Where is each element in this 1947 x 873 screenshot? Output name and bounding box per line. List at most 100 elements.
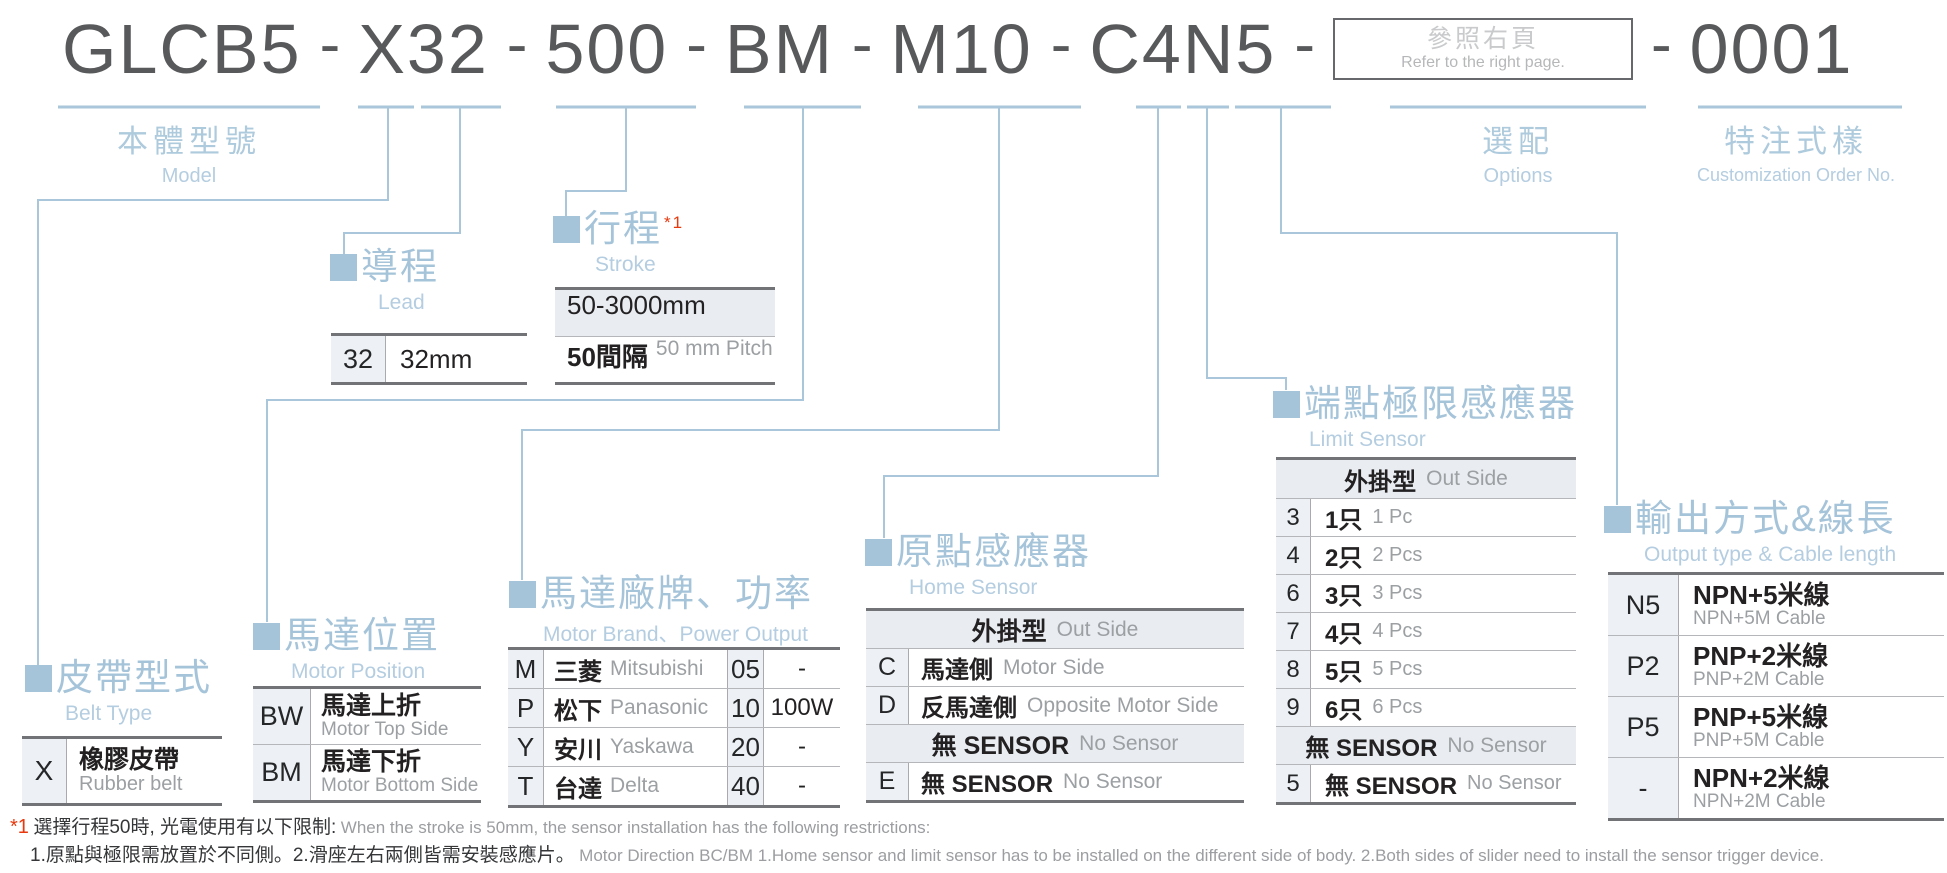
code-cell: P2 [1608, 636, 1679, 696]
desc-zh: 3只 [1325, 583, 1363, 610]
value-cell: NPN+5米線 NPN+5M Cable [1679, 575, 1830, 635]
value-cell: 無 SENSOR No Sensor [1311, 765, 1562, 802]
belt-type-table: X 橡膠皮帶 Rubber belt [22, 736, 222, 806]
dash-separator: - [1651, 10, 1672, 79]
section-limit-sensor: 端點極限感應器 Limit Sensor [1273, 385, 1577, 452]
section-title-zh: 輸出方式&線長 [1635, 498, 1896, 539]
table-row: 50間隔 50 mm Pitch [555, 336, 775, 382]
section-title-zh: 原點感應器 [896, 531, 1091, 572]
table-row: BW 馬達上折 Motor Top Side [253, 689, 481, 744]
footnote-line2-zh: 1.原點與極限需放置於不同側。2.滑座左右兩側皆需安裝感應片。 [30, 845, 575, 866]
desc-zh: 無 SENSOR [921, 771, 1054, 798]
table-row: 5 無 SENSOR No Sensor [1276, 764, 1576, 802]
code-cell: BW [253, 689, 311, 744]
brand-zh: 松下 [554, 697, 602, 725]
section-bullet-icon [865, 539, 892, 566]
label-model-en: Model [161, 165, 217, 187]
value-cell: 無 SENSOR No Sensor [909, 763, 1162, 800]
code-cell: T [508, 767, 544, 805]
desc-zh: PNP+5米線 [1693, 701, 1829, 732]
lead-table: 32 32mm [331, 333, 527, 385]
footnote-line-2: 1.原點與極限需放置於不同側。2.滑座左右兩側皆需安裝感應片。 Motor Di… [30, 840, 1824, 867]
desc-zh: 6只 [1325, 697, 1363, 724]
code-cell: N5 [1608, 575, 1679, 635]
label-model: 本體型號 Model [58, 116, 320, 188]
power-code-cell: 20 [728, 728, 764, 766]
desc-en: NPN+5M Cable [1693, 607, 1826, 629]
table-band-header: 外掛型 Out Side [866, 611, 1244, 648]
options-box-label-en: Refer to the right page. [1401, 54, 1565, 72]
section-title-zh: 馬達廠牌、功率 [540, 573, 813, 614]
table-row: X 橡膠皮帶 Rubber belt [22, 739, 222, 803]
desc-en: PNP+5M Cable [1693, 729, 1825, 751]
section-title-en: Stroke [595, 253, 656, 276]
value-cell: 馬達上折 Motor Top Side [311, 689, 448, 744]
value-cell: 馬達側 Motor Side [909, 649, 1105, 686]
section-bullet-icon [1604, 506, 1631, 533]
belt-desc-en: Rubber belt [79, 772, 183, 795]
dash-separator: - [319, 10, 341, 79]
section-motor-brand: 馬達廠牌、功率 Motor Brand、Power Output [509, 575, 813, 648]
desc-en: 1 Pc [1372, 506, 1413, 528]
model-code-segment-motor-brand: M10 [890, 10, 1033, 88]
code-cell: 5 [1276, 765, 1311, 802]
stroke-pitch-zh: 50間隔 [567, 342, 648, 372]
section-title-zh: 馬達位置 [284, 615, 440, 656]
desc-zh: NPN+5米線 [1693, 579, 1830, 610]
table-row: 3 1只 1 Pc [1276, 498, 1576, 536]
code-cell: M [508, 650, 544, 688]
value-cell: 4只 4 Pcs [1311, 613, 1422, 650]
brand-en: Mitsubishi [610, 657, 704, 680]
value-cell: 2只 2 Pcs [1311, 537, 1422, 574]
stroke-table: 50-3000mm 50間隔 50 mm Pitch [555, 287, 775, 385]
table-row: C 馬達側 Motor Side [866, 648, 1244, 686]
desc-en: Motor Top Side [321, 718, 449, 740]
band-en: Out Side [1056, 617, 1139, 641]
code-cell: - [1608, 758, 1679, 818]
options-box-label-zh: 參照右頁 [1426, 25, 1539, 54]
value-cell: 反馬達側 Opposite Motor Side [909, 687, 1218, 724]
desc-zh: PNP+2米線 [1693, 640, 1829, 671]
band-en: Out Side [1426, 467, 1508, 490]
section-stroke: 行程*1 Stroke [553, 210, 684, 277]
power-code-cell: 10 [728, 689, 764, 727]
section-bullet-icon [509, 581, 536, 608]
desc-en: 4 Pcs [1372, 620, 1423, 642]
section-lead: 導程 Lead [330, 248, 439, 315]
section-title-en: Motor Brand、Power Output [543, 623, 808, 646]
table-row: 32 32mm [331, 336, 527, 382]
table-row: P 松下 Panasonic 10 100W [508, 688, 840, 727]
desc-en: No Sensor [1063, 769, 1163, 793]
value-cell: 1只 1 Pc [1311, 499, 1412, 536]
stroke-range: 50-3000mm [567, 290, 706, 320]
table-row: 6 3只 3 Pcs [1276, 574, 1576, 612]
power-value-cell: 100W [770, 694, 834, 721]
label-customization: 特注式樣 Customization Order No. [1682, 116, 1910, 186]
table-row: P2 PNP+2米線 PNP+2M Cable [1608, 635, 1944, 696]
section-title-zh: 皮帶型式 [56, 657, 212, 698]
desc-en: NPN+2M Cable [1693, 790, 1826, 812]
band-en: No Sensor [1447, 733, 1547, 757]
table-row: - NPN+2米線 NPN+2M Cable [1608, 757, 1944, 818]
section-belt-type: 皮帶型式 Belt Type [25, 659, 212, 726]
home-sensor-table: 外掛型 Out Side C 馬達側 Motor Side D 反馬達側 Opp… [866, 608, 1244, 803]
desc-en: Motor Bottom Side [321, 774, 479, 796]
label-options: 選配 Options [1390, 116, 1646, 188]
section-title-zh: 端點極限感應器 [1304, 383, 1577, 424]
desc-zh: 反馬達側 [921, 695, 1017, 722]
table-band-no-sensor: 無 SENSOR No Sensor [1276, 726, 1576, 764]
section-bullet-icon [25, 665, 52, 692]
value-cell: PNP+5米線 PNP+5M Cable [1679, 697, 1828, 757]
model-code-segment-sensors: C4N5 [1089, 10, 1277, 88]
section-title-en: Home Sensor [909, 576, 1038, 599]
power-code-cell: 40 [728, 767, 764, 805]
value-cell: 橡膠皮帶 Rubber belt [67, 739, 182, 803]
section-title-en: Limit Sensor [1309, 428, 1426, 451]
code-cell: C [866, 649, 909, 686]
stroke-pitch-en: 50 mm Pitch [655, 337, 773, 360]
motor-brand-table: M 三菱 Mitsubishi 05 - P 松下 Panasonic 10 1… [508, 647, 840, 808]
band-zh: 外掛型 [1344, 468, 1417, 496]
table-row: 50-3000mm [555, 290, 775, 336]
section-title-en: Motor Position [291, 660, 426, 683]
